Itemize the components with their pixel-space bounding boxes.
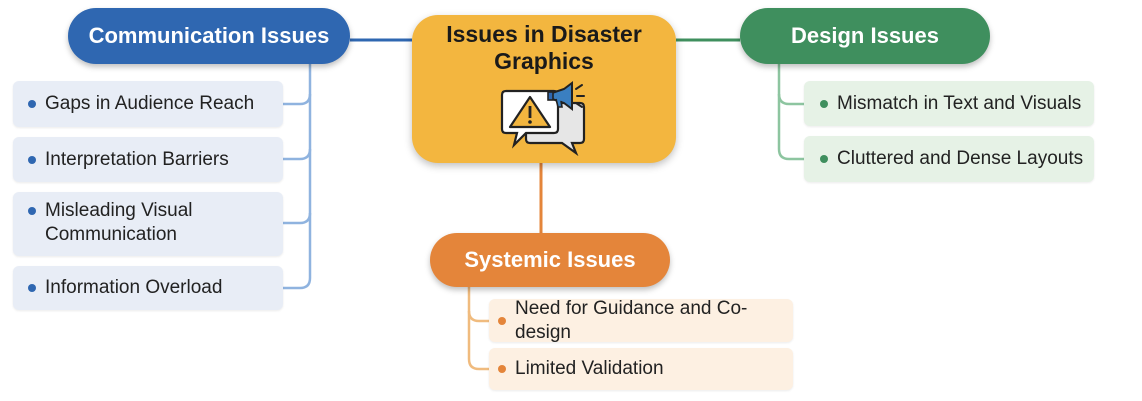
bullet-icon: [28, 155, 36, 164]
list-item: Gaps in Audience Reach: [13, 81, 283, 127]
list-item: Need for Guidance and Co-design: [489, 298, 793, 343]
list-item: Interpretation Barriers: [13, 137, 283, 182]
connectors-systemic: [467, 287, 489, 371]
branch-design-title: Design Issues: [740, 8, 990, 64]
connectors-design: [777, 64, 804, 161]
branch-systemic-title: Systemic Issues: [430, 233, 670, 287]
list-item: Misleading Visual Communication: [13, 192, 283, 256]
center-node: Issues in Disaster Graphics: [412, 15, 676, 163]
list-item: Limited Validation: [489, 348, 793, 390]
connectors-communication: [283, 64, 312, 290]
branch-communication-title: Communication Issues: [68, 8, 350, 64]
bullet-icon: [820, 99, 828, 108]
list-item: Mismatch in Text and Visuals: [804, 81, 1094, 126]
bullet-icon: [28, 100, 36, 108]
bullet-icon: [28, 207, 36, 215]
list-item: Cluttered and Dense Layouts: [804, 136, 1094, 182]
center-title: Issues in Disaster Graphics: [446, 21, 642, 74]
list-item: Information Overload: [13, 266, 283, 310]
bullet-icon: [820, 155, 828, 163]
bullet-icon: [498, 316, 506, 325]
bullet-icon: [498, 365, 506, 373]
warning-megaphone-icon: [500, 81, 588, 164]
bullet-icon: [28, 284, 36, 292]
